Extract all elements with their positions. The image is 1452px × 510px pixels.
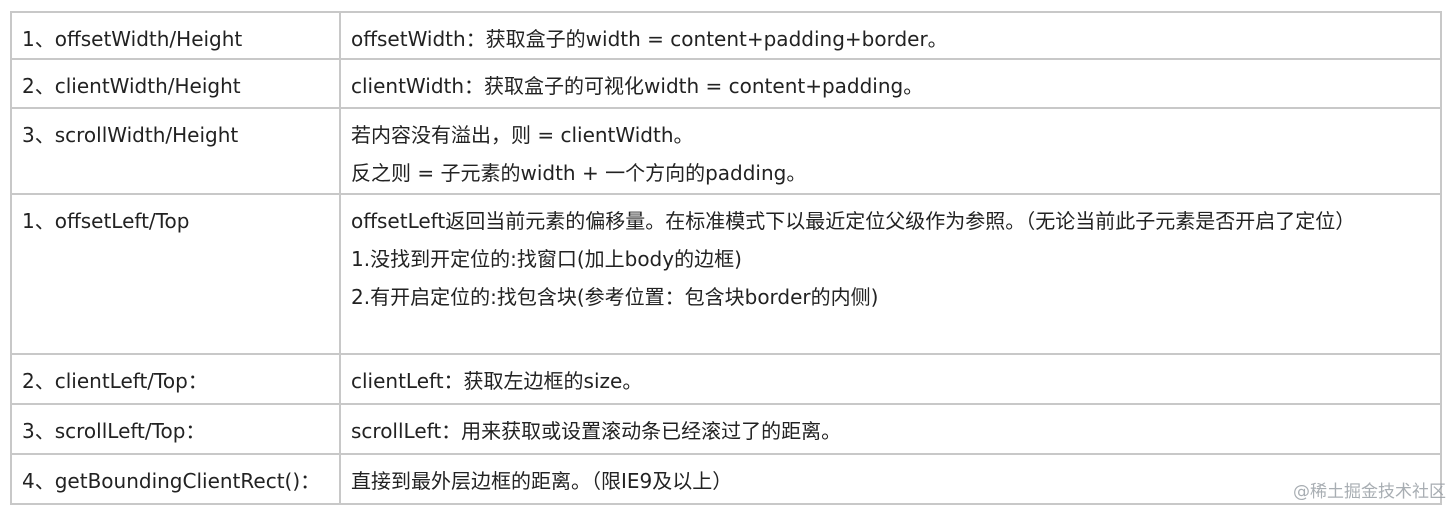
table-row: 3、scrollLeft/Top： scrollLeft：用来获取或设置滚动条已…	[10, 403, 1442, 455]
property-description-line: clientLeft：获取左边框的size。	[351, 369, 643, 393]
property-name-cell: 2、clientWidth/Height	[10, 58, 341, 109]
property-name-cell: 4、getBoundingClientRect()：	[10, 453, 341, 505]
property-name-cell: 3、scrollLeft/Top：	[10, 403, 341, 455]
property-description-line: scrollLeft：用来获取或设置滚动条已经滚过了的距离。	[351, 419, 842, 443]
property-name-cell: 1、offsetLeft/Top	[10, 193, 341, 355]
property-name: 1、offsetWidth/Height	[22, 27, 243, 51]
property-name: 3、scrollLeft/Top：	[22, 419, 206, 443]
property-name: 4、getBoundingClientRect()：	[22, 469, 321, 493]
property-description-line: offsetLeft返回当前元素的偏移量。在标准模式下以最近定位父级作为参照。（…	[351, 209, 1356, 233]
property-description-line: 反之则 = 子元素的width + 一个方向的padding。	[351, 161, 807, 185]
property-description-cell: clientWidth：获取盒子的可视化width = content+padd…	[339, 58, 1442, 109]
property-name-cell: 1、offsetWidth/Height	[10, 11, 341, 60]
property-name: 2、clientWidth/Height	[22, 74, 241, 98]
properties-table-container: 1、offsetWidth/Height offsetWidth：获取盒子的wi…	[10, 11, 1442, 505]
property-description-cell: scrollLeft：用来获取或设置滚动条已经滚过了的距离。	[339, 403, 1442, 455]
table-row: 2、clientLeft/Top： clientLeft：获取左边框的size。	[10, 353, 1442, 405]
property-description-cell: 直接到最外层边框的距离。（限IE9及以上）	[339, 453, 1442, 505]
properties-table: 1、offsetWidth/Height offsetWidth：获取盒子的wi…	[10, 11, 1442, 505]
property-name-cell: 3、scrollWidth/Height	[10, 107, 341, 195]
table-row: 3、scrollWidth/Height 若内容没有溢出，则 = clientW…	[10, 107, 1442, 195]
property-description-line: clientWidth：获取盒子的可视化width = content+padd…	[351, 74, 924, 98]
property-description-line: 直接到最外层边框的距离。（限IE9及以上）	[351, 469, 733, 493]
property-description-line: 2.有开启定位的:找包含块(参考位置：包含块border的内侧)	[351, 285, 879, 309]
table-row: 1、offsetLeft/Top offsetLeft返回当前元素的偏移量。在标…	[10, 193, 1442, 355]
property-description-line: offsetWidth：获取盒子的width = content+padding…	[351, 27, 948, 51]
table-row: 1、offsetWidth/Height offsetWidth：获取盒子的wi…	[10, 11, 1442, 60]
property-description-line: 1.没找到开定位的:找窗口(加上body的边框)	[351, 247, 742, 271]
property-description-cell: clientLeft：获取左边框的size。	[339, 353, 1442, 405]
table-row: 2、clientWidth/Height clientWidth：获取盒子的可视…	[10, 58, 1442, 109]
property-name: 1、offsetLeft/Top	[22, 209, 190, 233]
table-row: 4、getBoundingClientRect()： 直接到最外层边框的距离。（…	[10, 453, 1442, 505]
watermark: @稀土掘金技术社区	[1293, 482, 1446, 502]
property-description-cell: offsetWidth：获取盒子的width = content+padding…	[339, 11, 1442, 60]
property-name: 2、clientLeft/Top：	[22, 369, 208, 393]
property-name: 3、scrollWidth/Height	[22, 123, 239, 147]
property-description-cell: offsetLeft返回当前元素的偏移量。在标准模式下以最近定位父级作为参照。（…	[339, 193, 1442, 355]
property-name-cell: 2、clientLeft/Top：	[10, 353, 341, 405]
property-description-cell: 若内容没有溢出，则 = clientWidth。 反之则 = 子元素的width…	[339, 107, 1442, 195]
property-description-line: 若内容没有溢出，则 = clientWidth。	[351, 123, 694, 147]
